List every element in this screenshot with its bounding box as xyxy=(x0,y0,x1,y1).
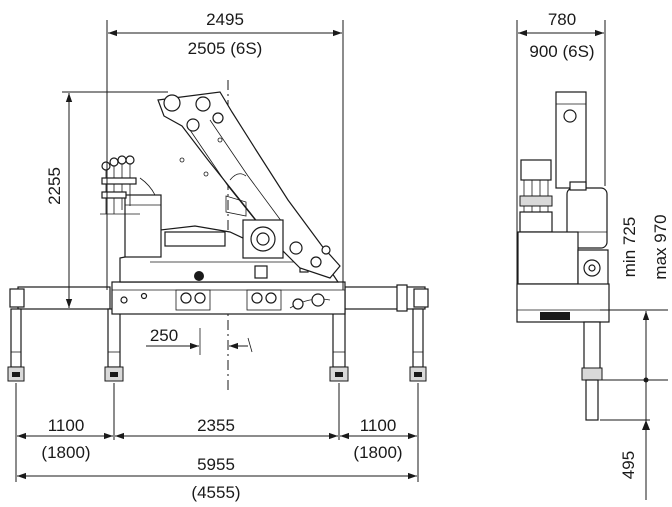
side-max-height-label: max 970 xyxy=(651,214,670,279)
left-outrigger-head xyxy=(9,288,25,308)
center-span-label: 2355 xyxy=(197,416,235,435)
side-stroke-label: 495 xyxy=(619,451,638,479)
main-boom xyxy=(157,91,341,279)
side-tank-cap xyxy=(569,181,587,191)
right-span-label: 1100 xyxy=(360,416,397,435)
height-label: 2255 xyxy=(45,167,64,205)
side-base-plate xyxy=(540,312,570,320)
right-outrigger-beam xyxy=(344,286,426,310)
offset-label: 250 xyxy=(150,326,178,345)
side-dimensions: 780 900 (6S) min 725 max 970 495 xyxy=(516,10,670,500)
side-min-height-label: min 725 xyxy=(620,217,639,277)
top-width-6s-label: 2505 (6S) xyxy=(188,39,263,58)
left-outrigger-beam xyxy=(17,286,111,310)
total-span-alt-label: (4555) xyxy=(191,483,240,502)
control-valve-bank xyxy=(100,155,162,258)
crane-side-view xyxy=(516,91,610,421)
side-foot xyxy=(581,367,603,381)
side-width-label: 780 xyxy=(548,10,576,29)
left-span-label: 1100 xyxy=(48,416,85,435)
side-control-valves xyxy=(519,159,553,233)
side-boom xyxy=(555,91,587,189)
outrigger-legs xyxy=(7,308,427,382)
left-span-alt-label: (1800) xyxy=(41,443,90,462)
side-leg-extended xyxy=(585,379,599,421)
crane-front-view xyxy=(7,80,429,392)
top-width-label: 2495 xyxy=(206,10,244,29)
right-span-alt-label: (1800) xyxy=(353,443,402,462)
base-frame xyxy=(111,281,346,315)
side-body xyxy=(517,231,579,285)
slewing-unit xyxy=(225,173,284,259)
side-width-6s-label: 900 (6S) xyxy=(529,42,594,61)
right-outrigger-head xyxy=(413,288,429,308)
total-span-label: 5955 xyxy=(197,455,235,474)
side-leg-upper xyxy=(583,321,601,371)
front-dimensions: 2495 2505 (6S) 2255 250 1100 (1800) 2355… xyxy=(15,10,419,502)
offset-tick-right xyxy=(247,337,253,353)
right-outrigger-clamp xyxy=(396,284,408,312)
